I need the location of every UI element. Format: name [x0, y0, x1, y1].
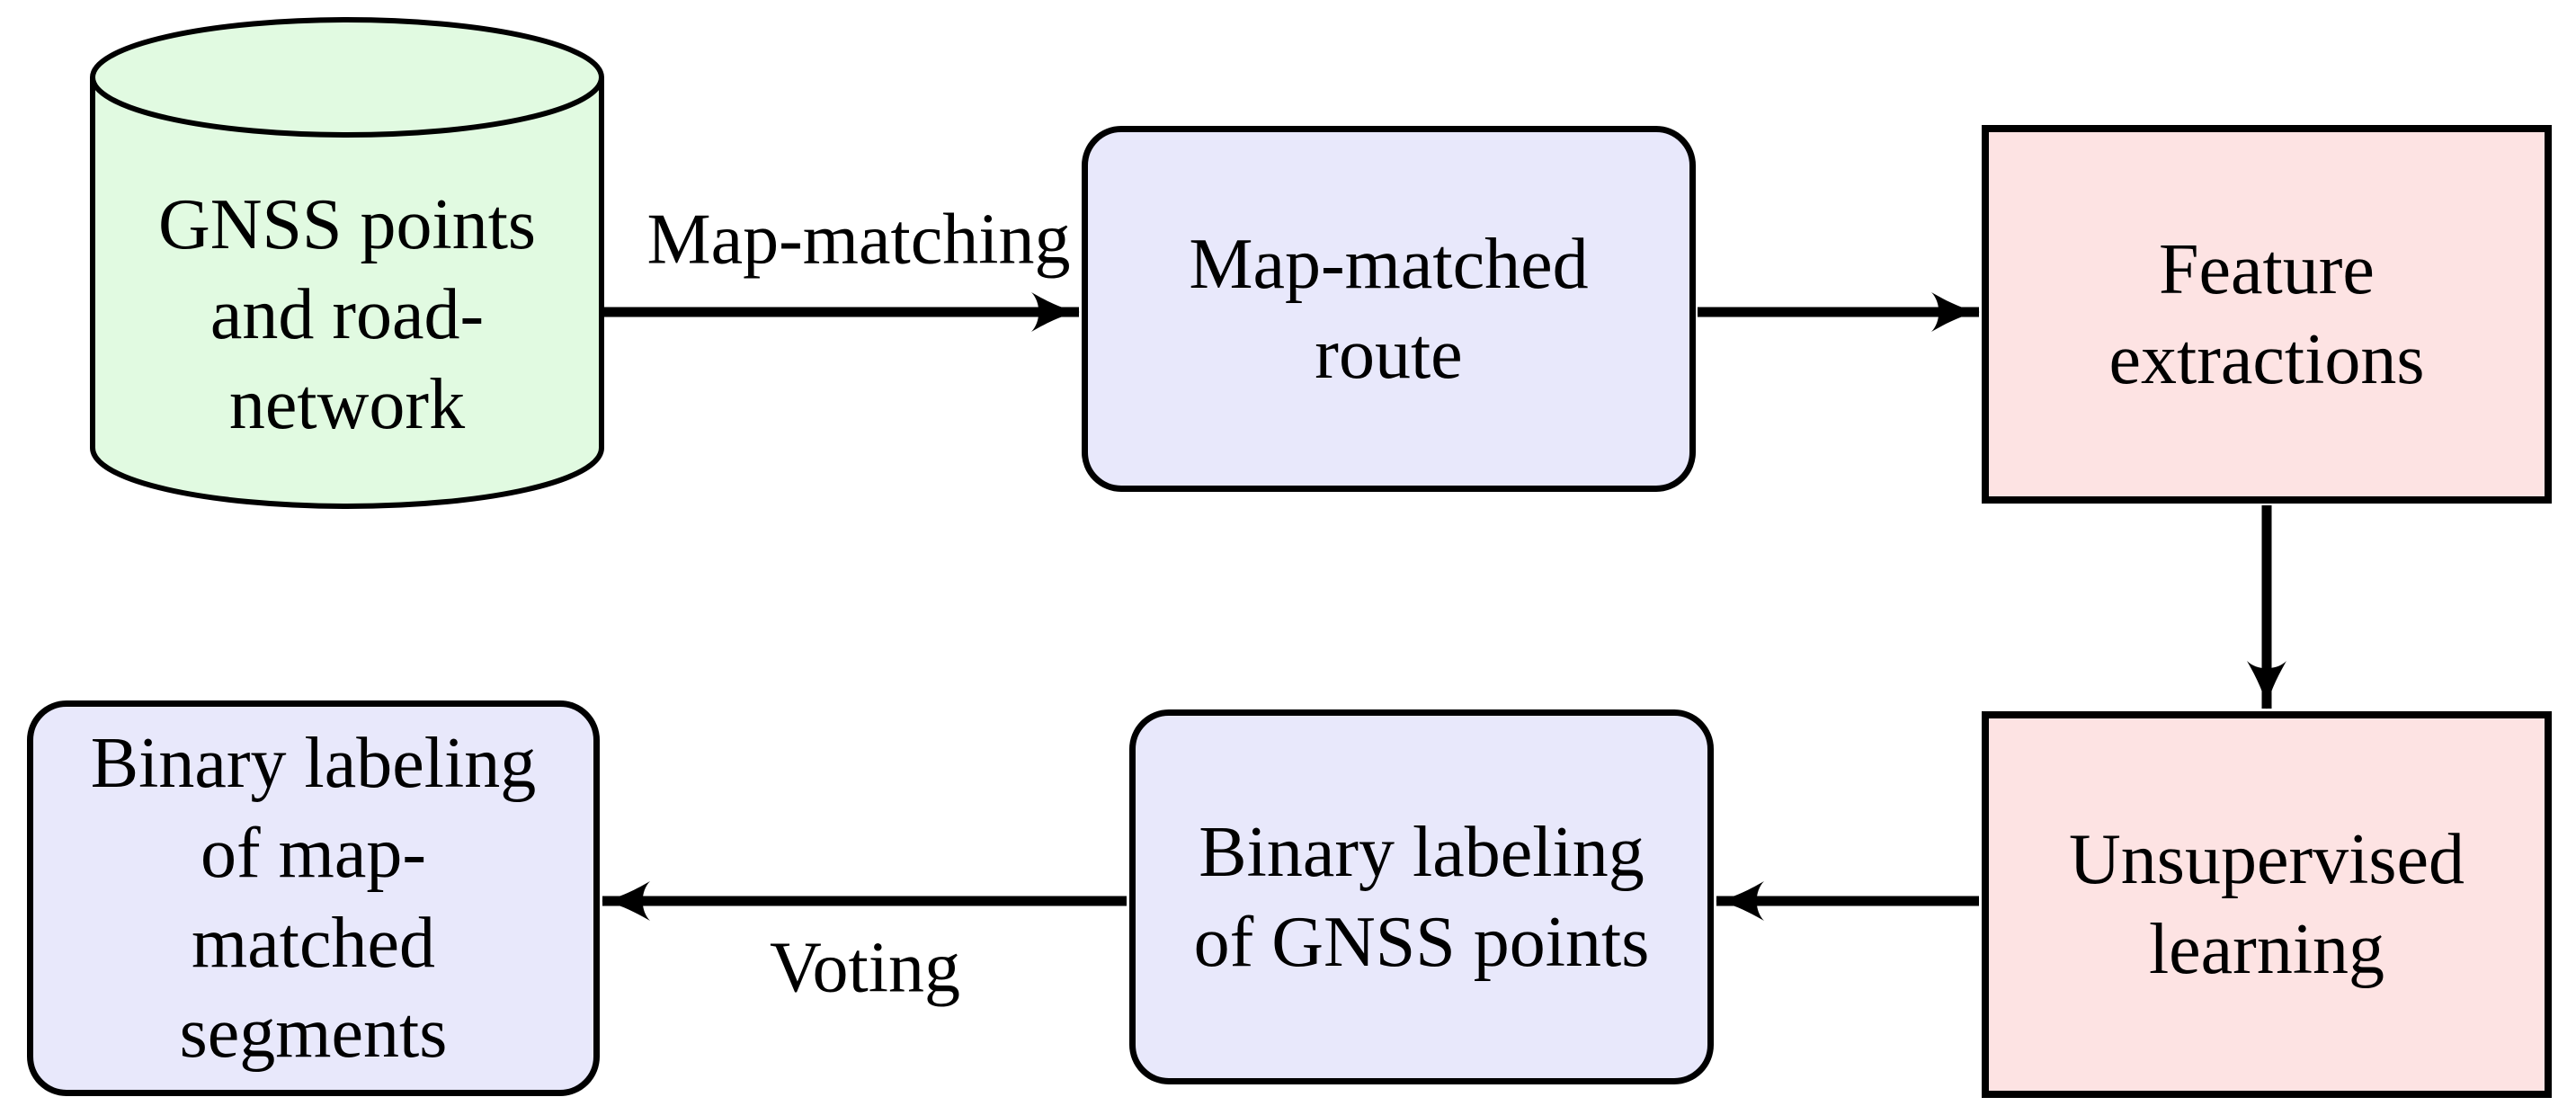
node-map-matched-route-label: Map-matched route	[1189, 224, 1589, 394]
node-binary-labeling-gnss-points: Binary labeling of GNSS points	[1129, 709, 1714, 1084]
edge-label-voting: Voting	[770, 928, 960, 1008]
node-feature-extractions-label: Feature extractions	[2108, 229, 2425, 399]
node-feature-extractions: Feature extractions	[1982, 125, 2552, 504]
node-binary-labeling-gnss-points-label: Binary labeling of GNSS points	[1193, 812, 1650, 982]
node-map-matched-route: Map-matched route	[1082, 126, 1696, 492]
node-gnss-database-label: GNSS points and road- network	[157, 185, 537, 444]
node-binary-labeling-segments: Binary labeling of map- matched segments	[27, 700, 600, 1096]
node-unsupervised-learning: Unsupervised learning	[1982, 711, 2552, 1098]
node-gnss-database: GNSS points and road- network	[103, 126, 591, 504]
node-binary-labeling-segments-label: Binary labeling of map- matched segments	[90, 724, 537, 1073]
edge-label-map-matching: Map-matching	[646, 200, 1071, 280]
database-cylinder-icon	[90, 17, 604, 509]
node-unsupervised-learning-label: Unsupervised learning	[2069, 820, 2465, 989]
